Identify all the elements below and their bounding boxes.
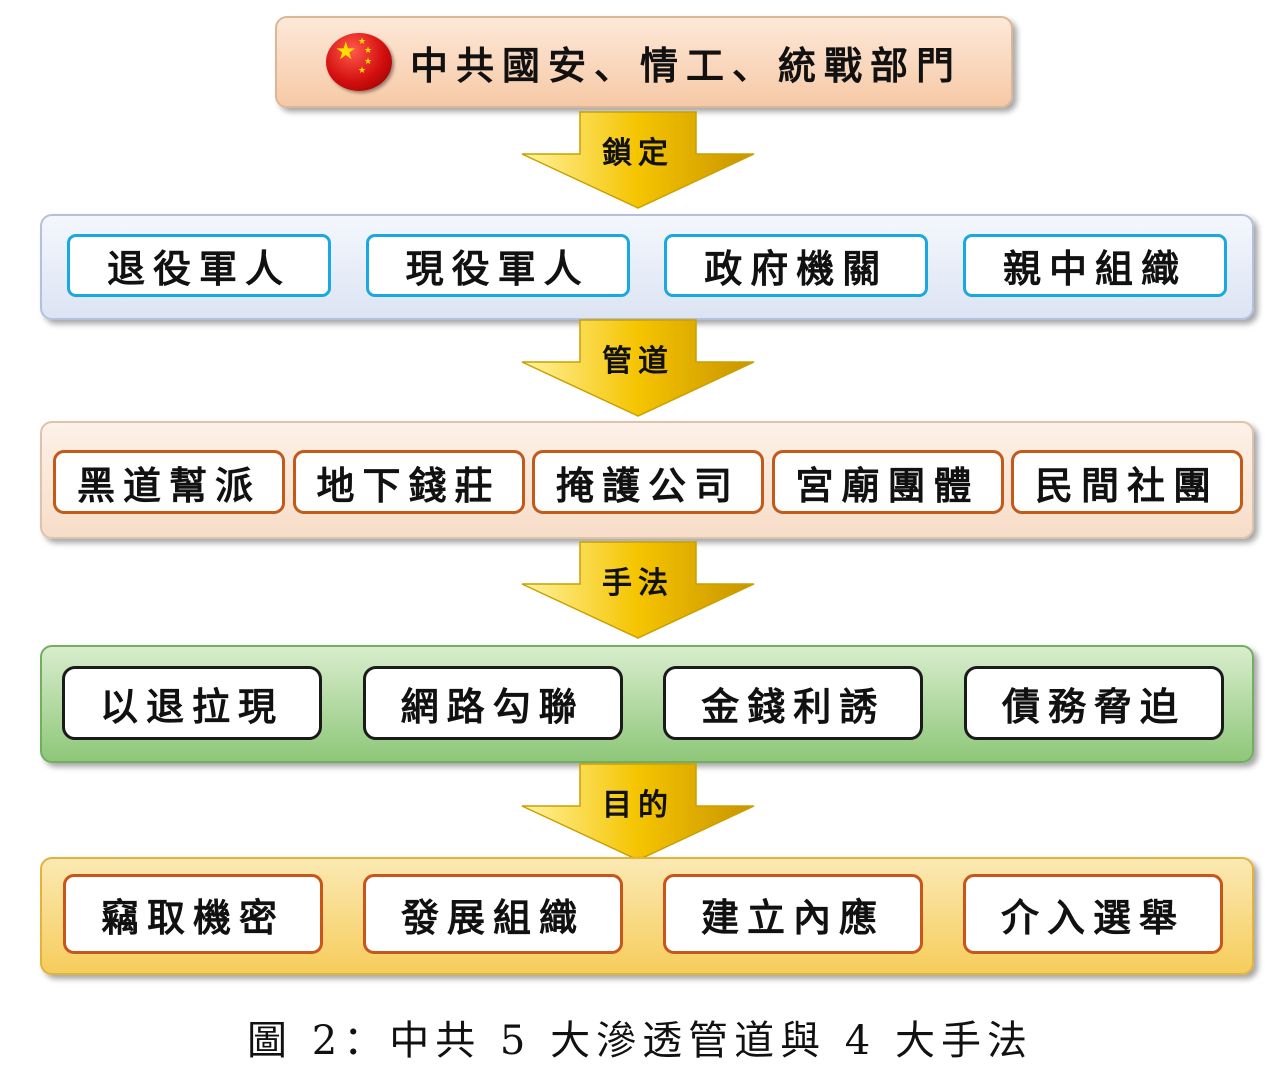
target-box: 政府機關 [664, 234, 929, 297]
arrow-label: 鎖定 [602, 136, 674, 171]
method-box: 網路勾聯 [362, 666, 623, 740]
arrow-goal: 目的 [518, 762, 758, 862]
target-box: 親中組織 [962, 234, 1227, 297]
down-arrow-icon [521, 111, 755, 209]
arrow-method: 手法 [518, 540, 758, 640]
arrow-target: 鎖定 [518, 110, 758, 210]
arrow-label: 管道 [602, 344, 674, 379]
method-box: 債務脅迫 [963, 666, 1224, 740]
method-box: 以退拉現 [62, 666, 322, 740]
channels-panel: 黑道幫派 地下錢莊 掩護公司 宮廟團體 民間社團 [40, 421, 1254, 539]
target-box: 現役軍人 [365, 234, 630, 297]
title-box: ★ ★ ★ ★ ★ 中共國安、情工、統戰部門 [275, 16, 1013, 108]
arrow-channel: 管道 [518, 318, 758, 418]
goal-box: 發展組織 [363, 874, 623, 954]
figure-caption: 圖 2：中共 5 大滲透管道與 4 大手法 [247, 1018, 1033, 1064]
down-arrow-icon [521, 763, 755, 861]
channel-box: 宮廟團體 [771, 450, 1004, 514]
down-arrow-icon [521, 541, 755, 639]
arrow-label: 目的 [602, 788, 674, 823]
channel-box: 民間社團 [1011, 450, 1243, 514]
channel-box: 掩護公司 [532, 450, 764, 514]
method-box: 金錢利誘 [663, 666, 924, 740]
target-box: 退役軍人 [67, 234, 331, 297]
goal-box: 建立內應 [663, 874, 923, 954]
diagram-title: 中共國安、情工、統戰部門 [409, 42, 962, 88]
channel-box: 地下錢莊 [292, 450, 525, 514]
targets-panel: 退役軍人 現役軍人 政府機關 親中組織 [40, 214, 1254, 320]
china-flag-icon: ★ ★ ★ ★ ★ [325, 33, 392, 91]
goal-box: 竊取機密 [63, 874, 323, 954]
goal-box: 介入選舉 [963, 874, 1223, 954]
methods-panel: 以退拉現 網路勾聯 金錢利誘 債務脅迫 [40, 645, 1254, 763]
goals-panel: 竊取機密 發展組織 建立內應 介入選舉 [40, 857, 1254, 975]
down-arrow-icon [521, 319, 755, 417]
arrow-label: 手法 [602, 566, 674, 601]
channel-box: 黑道幫派 [53, 450, 285, 514]
